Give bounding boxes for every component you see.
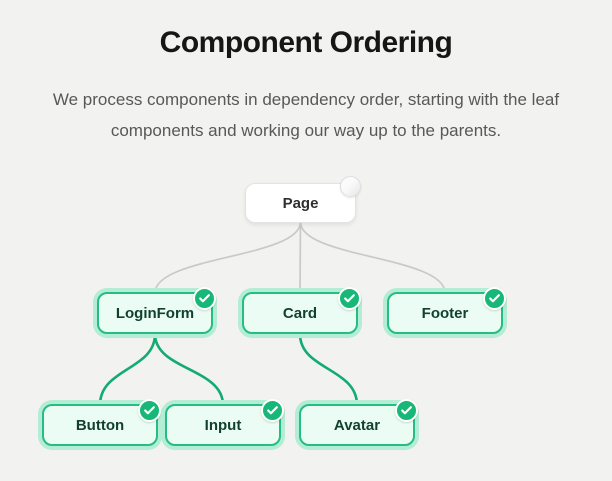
edge-page-footer [299, 221, 446, 294]
page-title: Component Ordering [159, 26, 453, 59]
check-icon [344, 294, 355, 303]
check-icon [144, 406, 155, 415]
node-input[interactable]: Input [165, 399, 284, 446]
node-avatar[interactable]: Avatar [299, 399, 418, 446]
check-badge [483, 287, 506, 310]
edge-page-loginform [154, 221, 302, 294]
check-icon [489, 294, 500, 303]
subtitle-line-1: We process components in dependency orde… [52, 90, 560, 109]
node-label: LoginForm [115, 304, 195, 322]
edge-loginform-button [98, 333, 157, 406]
node-card[interactable]: Card [242, 287, 361, 334]
node-footer[interactable]: Footer [387, 287, 506, 334]
edge-loginform-input [153, 333, 225, 406]
check-badge [261, 399, 284, 422]
node-page[interactable]: Page [245, 176, 361, 223]
page-subtitle: We process components in dependency orde… [0, 84, 612, 146]
check-icon [267, 406, 278, 415]
node-label: Page [282, 194, 319, 212]
check-icon [401, 406, 412, 415]
check-badge [193, 287, 216, 310]
node-button[interactable]: Button [42, 399, 161, 446]
node-label: Input [204, 416, 242, 434]
node-label: Avatar [333, 416, 381, 434]
node-loginform[interactable]: LoginForm [97, 287, 216, 334]
node-label: Button [75, 416, 125, 434]
node-label: Footer [421, 304, 469, 322]
edge-card-avatar [298, 333, 359, 406]
pending-badge [340, 176, 361, 197]
node-label: Card [282, 304, 318, 322]
check-badge [338, 287, 361, 310]
check-badge [138, 399, 161, 422]
subtitle-line-2: components and working our way up to the… [110, 121, 502, 140]
check-badge [395, 399, 418, 422]
check-icon [199, 294, 210, 303]
edge-page-card [299, 221, 302, 294]
